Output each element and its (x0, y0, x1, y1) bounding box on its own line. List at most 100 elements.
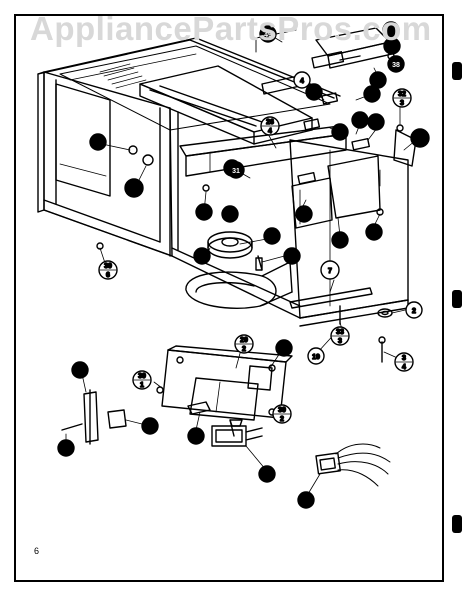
callout-32c: 32 (187, 427, 205, 445)
callout-26-4: 264 (260, 116, 280, 136)
callout-37: 37 (221, 205, 239, 223)
rail-7 (289, 287, 373, 309)
svg-text:28: 28 (368, 92, 376, 99)
callout-38-label: 38 (387, 55, 405, 73)
svg-text:6: 6 (106, 272, 110, 279)
callout-32-3: 323 (392, 88, 412, 108)
callout-39-2: 392 (272, 404, 292, 424)
callout-1: 1 (410, 128, 430, 148)
callout-27: 27 (365, 223, 383, 241)
svg-text:35: 35 (130, 186, 138, 193)
callout-39-1: 391 (132, 370, 152, 390)
callout-29: 29 (331, 123, 349, 141)
left-control-panel (55, 83, 111, 197)
callout-40a: 40 (89, 133, 107, 151)
svg-text:31: 31 (232, 168, 240, 175)
svg-text:8: 8 (390, 44, 394, 51)
svg-text:27: 27 (370, 230, 378, 237)
binding-hole (452, 290, 462, 308)
waveguide-duct (139, 65, 313, 145)
callout-39-6: 396 (98, 260, 118, 280)
screws (255, 255, 386, 363)
svg-text:45: 45 (146, 424, 154, 431)
callout-49-label: 49 (259, 25, 277, 43)
callout-34: 34 (351, 111, 369, 129)
svg-text:29: 29 (240, 337, 248, 344)
screw-49 (61, 423, 83, 431)
svg-text:3: 3 (338, 338, 342, 345)
callout-47: 47 (71, 361, 89, 379)
svg-text:40: 40 (94, 140, 102, 147)
callout-2: 2 (405, 301, 423, 319)
svg-text:1: 1 (418, 136, 422, 143)
svg-text:32: 32 (398, 91, 406, 98)
callout-28b: 28 (363, 85, 381, 103)
motor-mounting-bracket (161, 345, 293, 437)
micro-switch (297, 92, 371, 185)
svg-text:23: 23 (263, 472, 271, 479)
svg-text:2: 2 (280, 416, 284, 423)
svg-text:47: 47 (76, 368, 84, 375)
callout-44: 44 (275, 339, 293, 357)
svg-text:32: 32 (300, 212, 308, 219)
page-number: 6 (34, 546, 40, 556)
callout-3: 34 (394, 352, 414, 372)
callout-33-3: 333 (330, 326, 350, 346)
svg-text:37: 37 (226, 212, 234, 219)
svg-text:1: 1 (140, 382, 144, 389)
svg-text:39: 39 (104, 263, 112, 270)
callout-45: 45 (141, 417, 159, 435)
svg-text:40: 40 (62, 446, 70, 453)
svg-text:3: 3 (400, 100, 404, 107)
svg-text:21: 21 (336, 238, 344, 245)
callout-32a: 32 (295, 205, 313, 223)
svg-text:29: 29 (336, 130, 344, 137)
cover-plate-21 (327, 155, 381, 219)
svg-text:4: 4 (268, 128, 272, 135)
mounting-bracket-32 (291, 177, 333, 229)
svg-text:32: 32 (192, 434, 200, 441)
svg-text:26: 26 (198, 254, 206, 261)
callout-31-label: 31 (227, 161, 245, 179)
callout-4: 4 (293, 71, 311, 89)
stirrer-fan-assembly (207, 231, 253, 259)
fan-motor-23 (211, 419, 263, 447)
callout-36a: 36 (305, 83, 323, 101)
bracket-45 (107, 409, 127, 429)
binding-hole (452, 515, 462, 533)
svg-text:32: 32 (372, 120, 380, 127)
svg-text:38: 38 (392, 62, 400, 69)
callout-19: 19 (307, 347, 325, 365)
svg-text:4: 4 (402, 364, 406, 371)
watermark-logo-text: AppliancePartsPros.com (30, 10, 432, 47)
spring-32 (187, 401, 211, 415)
svg-text:39: 39 (278, 407, 286, 414)
callout-40b: 40 (195, 203, 213, 221)
blower-housing (185, 261, 293, 309)
svg-text:49: 49 (264, 32, 272, 39)
top-vent-grille (99, 63, 147, 89)
diagram-border (14, 14, 444, 582)
svg-text:22: 22 (302, 498, 310, 505)
bracket-47 (83, 389, 99, 445)
callout-36b: 36 (369, 71, 387, 89)
wire-harness-22 (315, 443, 391, 487)
svg-text:39: 39 (138, 373, 146, 380)
svg-text:19: 19 (312, 354, 320, 361)
svg-text:24: 24 (268, 234, 276, 241)
callout-26: 26 (193, 247, 211, 265)
binding-hole (452, 62, 462, 80)
callout-8: 8 (383, 37, 401, 55)
svg-text:4: 4 (300, 78, 304, 85)
callout-35: 35 (124, 178, 144, 198)
right-binding-strip (452, 0, 467, 600)
svg-text:28: 28 (288, 254, 296, 261)
callout-29-2: 292 (234, 334, 254, 354)
svg-text:36: 36 (374, 78, 382, 85)
svg-text:3: 3 (402, 355, 406, 362)
callout-28a: 28 (283, 247, 301, 265)
callout-7: 7 (320, 260, 340, 280)
callout-21b: 21 (331, 231, 349, 249)
